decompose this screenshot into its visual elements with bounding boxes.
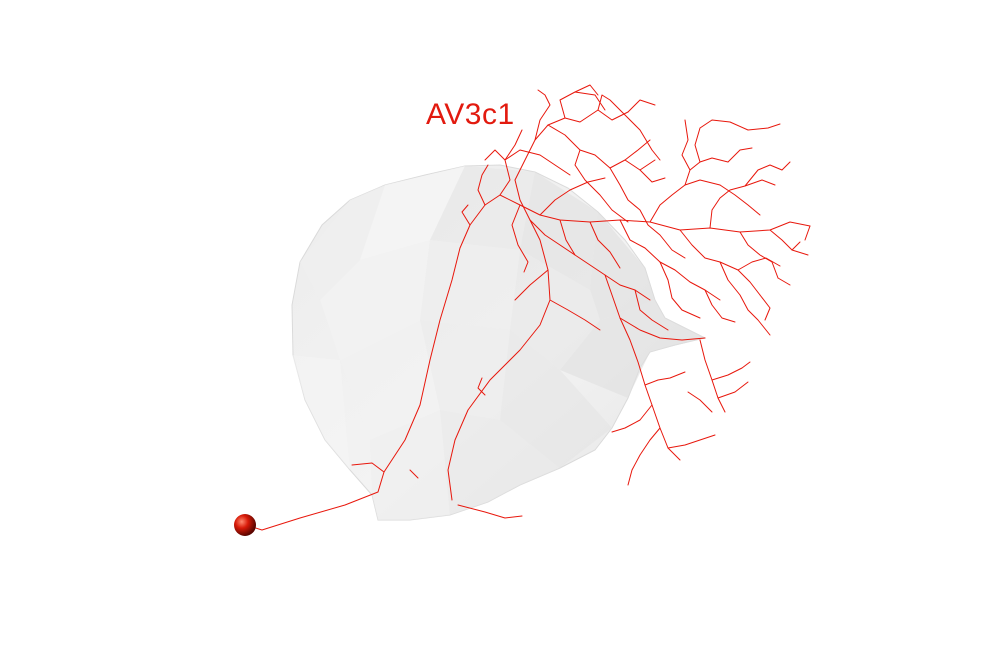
soma-sphere xyxy=(234,514,256,536)
primary-neurite xyxy=(245,462,385,531)
neuropil-mesh xyxy=(291,164,707,521)
neuron-skeleton xyxy=(245,84,811,531)
neuron-label: AV3c1 xyxy=(426,98,515,131)
